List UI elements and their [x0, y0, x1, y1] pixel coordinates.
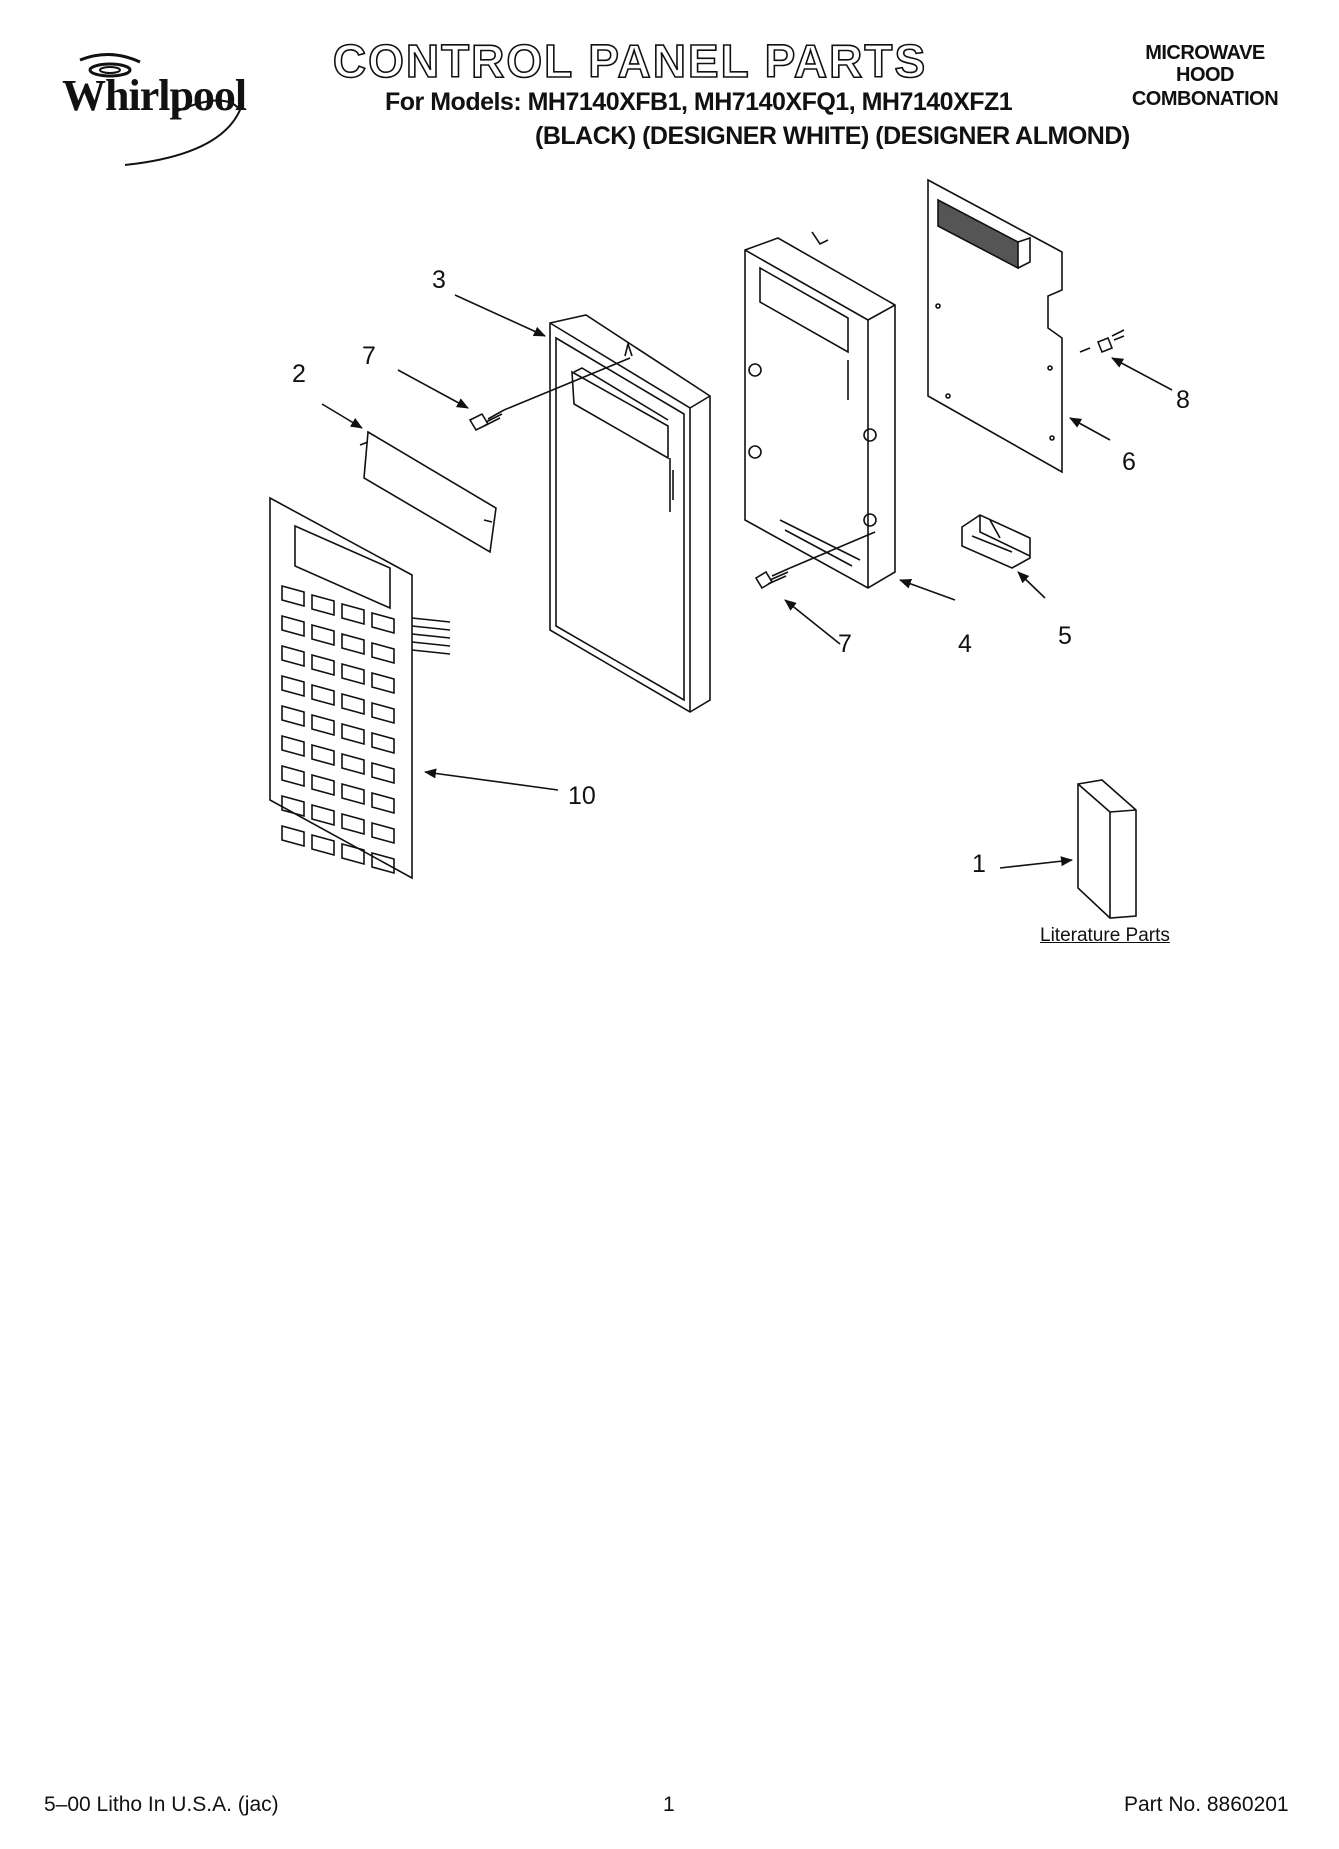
- keypad-button: [371, 701, 395, 725]
- callout-4: 4: [958, 630, 972, 658]
- keypad-button: [311, 653, 335, 677]
- keypad-button: [341, 662, 365, 686]
- keypad-button: [281, 584, 305, 608]
- callout-2: 2: [292, 360, 306, 388]
- keypad-button: [341, 692, 365, 716]
- callout-5: 5: [1058, 622, 1072, 650]
- category-line-2: HOOD: [1176, 64, 1235, 86]
- keypad-button: [281, 734, 305, 758]
- part-7-screw-upper: [468, 357, 631, 432]
- whirlpool-logo-text: Whirlpool: [62, 71, 247, 120]
- category-line-1: MICROWAVE: [1145, 42, 1265, 64]
- keypad-button: [281, 644, 305, 668]
- callout-3: 3: [432, 266, 446, 294]
- keypad-button: [281, 674, 305, 698]
- callout-1: 1: [972, 850, 986, 878]
- literature-parts-label: Literature Parts: [1040, 925, 1170, 946]
- keypad-button: [341, 782, 365, 806]
- keypad-button: [371, 671, 395, 695]
- whirlpool-logo-swirl-icon: [79, 53, 242, 166]
- keypad-button: [281, 824, 305, 848]
- keypad-button: [311, 713, 335, 737]
- colors-line: (BLACK) (DESIGNER WHITE) (DESIGNER ALMON…: [535, 122, 1130, 150]
- keypad-button: [311, 683, 335, 707]
- part-8-screw: [1079, 329, 1125, 354]
- keypad-button: [311, 833, 335, 857]
- footer-part-number: Part No. 8860201: [1124, 1793, 1289, 1816]
- keypad-button: [311, 623, 335, 647]
- callout-7-upper: 7: [362, 342, 376, 370]
- part-7-screw-lower: [754, 531, 876, 590]
- keypad-button: [341, 632, 365, 656]
- keypad-button: [371, 641, 395, 665]
- keypad-button: [371, 611, 395, 635]
- keypad-button: [341, 602, 365, 626]
- part-10-keypad: [269, 496, 451, 880]
- part-3-control-frame: [549, 314, 711, 713]
- part-1-literature-booklet: [1077, 779, 1137, 919]
- keypad-button: [281, 794, 305, 818]
- leader-arrows: [321, 294, 1173, 869]
- part-4-housing: [744, 231, 896, 589]
- keypad-button: [371, 821, 395, 845]
- part-6-circuit-board: [927, 178, 1063, 474]
- models-line: For Models: MH7140XFB1, MH7140XFQ1, MH71…: [385, 88, 1013, 116]
- keypad-button: [341, 752, 365, 776]
- callout-7-lower: 7: [838, 630, 852, 658]
- keypad-button: [371, 761, 395, 785]
- part-5-bracket: [961, 514, 1031, 569]
- keypad-button: [311, 593, 335, 617]
- keypad-button: [371, 791, 395, 815]
- keypad-button: [371, 731, 395, 755]
- part-2-window-lens: [359, 430, 497, 554]
- callout-8: 8: [1176, 386, 1190, 414]
- keypad-button: [281, 614, 305, 638]
- keypad-button: [371, 851, 395, 875]
- footer-page-number: 1: [663, 1793, 675, 1816]
- keypad-button: [311, 773, 335, 797]
- keypad-button: [341, 842, 365, 866]
- footer-litho: 5–00 Litho In U.S.A. (jac): [44, 1793, 279, 1816]
- keypad-button: [341, 722, 365, 746]
- callout-6: 6: [1122, 448, 1136, 476]
- keypad-button: [341, 812, 365, 836]
- callout-10: 10: [568, 782, 596, 810]
- category-line-3: COMBONATION: [1131, 88, 1279, 110]
- keypad-button: [311, 803, 335, 827]
- keypad-button: [281, 764, 305, 788]
- keypad-button: [311, 743, 335, 767]
- keypad-button: [281, 704, 305, 728]
- page-title: CONTROL PANEL PARTS: [332, 34, 928, 88]
